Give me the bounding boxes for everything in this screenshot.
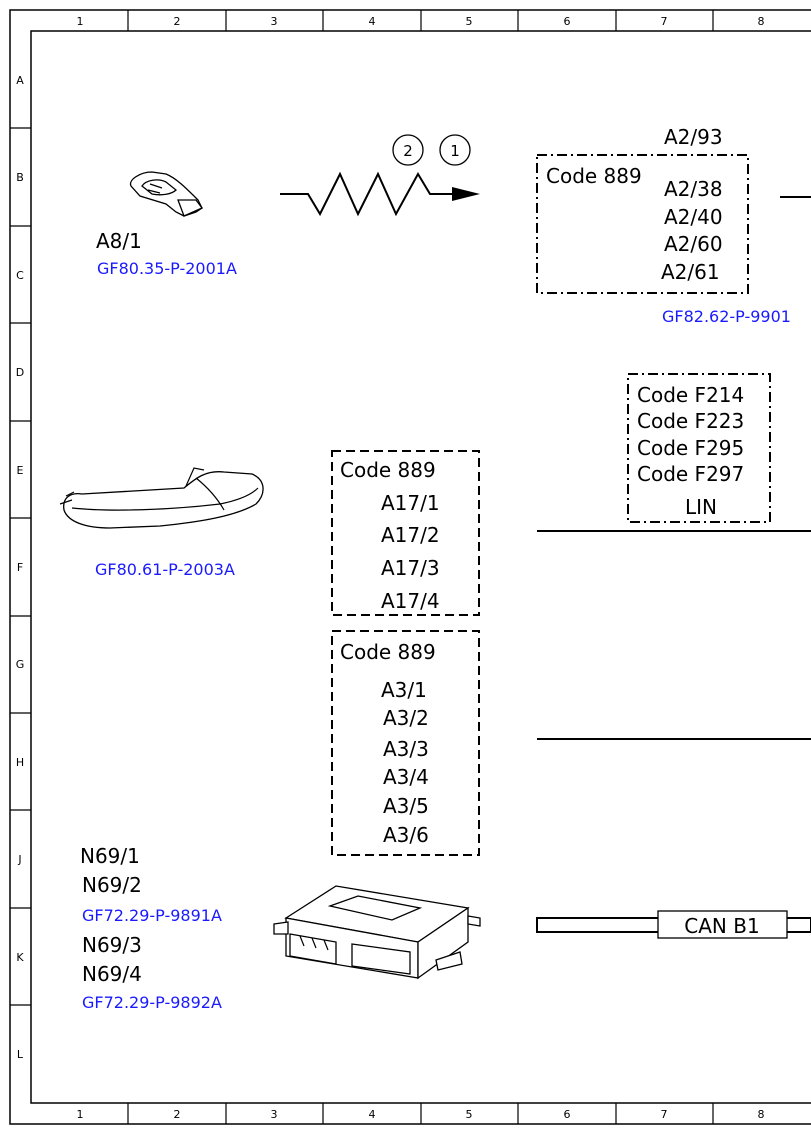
- col-label-bottom: 1: [77, 1108, 84, 1121]
- a3-item: A3/2: [383, 706, 429, 730]
- drawing-area: [30, 30, 811, 1104]
- a3-item: A3/3: [383, 737, 429, 761]
- a2-93-label: A2/93: [664, 125, 723, 149]
- col-label-top: 7: [661, 15, 668, 28]
- a2-item: A2/40: [664, 205, 723, 229]
- row-label: A: [16, 74, 24, 87]
- row-label: D: [16, 366, 24, 379]
- key-fob-icon: [129, 171, 204, 217]
- a17-item: A17/1: [381, 491, 440, 515]
- col-label-top: 2: [174, 15, 181, 28]
- col-label-bottom: 6: [564, 1108, 571, 1121]
- row-label: B: [16, 171, 24, 184]
- a3-code-box: [331, 630, 480, 856]
- a2-code-label: Code 889: [546, 164, 642, 188]
- left-ruler: A B C D E F G H J K L: [10, 74, 31, 1061]
- can-bus: [536, 910, 811, 939]
- col-label-bottom: 8: [758, 1108, 765, 1121]
- a17-code-box: [331, 450, 480, 616]
- row-label: C: [16, 269, 24, 282]
- row-label: J: [17, 853, 21, 866]
- key-ref-link[interactable]: GF80.35-P-2001A: [97, 259, 237, 278]
- lin-code-item: Code F295: [637, 436, 744, 460]
- lin-code-item: Code F223: [637, 409, 744, 433]
- control-unit-icon: [273, 885, 481, 980]
- row-label: G: [16, 658, 25, 671]
- col-label-top: 3: [271, 15, 278, 28]
- signal-marker-1: 1: [450, 142, 460, 160]
- outer-frame: [9, 9, 811, 1125]
- a3-item: A3/6: [383, 823, 429, 847]
- a3-item: A3/1: [381, 678, 427, 702]
- lin-bus-label: LIN: [685, 495, 717, 519]
- control-unit-ref-link[interactable]: GF72.29-P-9891A: [82, 906, 222, 925]
- a2-item: A2/61: [661, 260, 720, 284]
- row-label: H: [16, 756, 24, 769]
- a2-item: A2/38: [664, 177, 723, 201]
- control-unit-label: N69/4: [82, 962, 142, 986]
- a3-item: A3/5: [383, 794, 429, 818]
- col-label-bottom: 5: [466, 1108, 473, 1121]
- lin-code-item: Code F214: [637, 383, 744, 407]
- col-label-bottom: 7: [661, 1108, 668, 1121]
- control-unit-label: N69/2: [82, 873, 142, 897]
- control-unit-label: N69/1: [80, 844, 140, 868]
- a2-code-box: [536, 154, 749, 294]
- signal-line: [280, 134, 480, 217]
- top-ruler: 1 2 3 4 5 6 7 8: [77, 10, 765, 31]
- col-label-top: 1: [77, 15, 84, 28]
- col-label-bottom: 2: [174, 1108, 181, 1121]
- door-handle-icon: [59, 467, 264, 529]
- a3-item: A3/4: [383, 765, 429, 789]
- col-label-top: 6: [564, 15, 571, 28]
- a17-code-label: Code 889: [340, 458, 436, 482]
- bottom-ruler: 1 2 3 4 5 6 7 8: [77, 1103, 765, 1124]
- row-label: K: [16, 951, 24, 964]
- lin-code-box: [627, 373, 771, 523]
- row-label: E: [17, 464, 24, 477]
- a3-code-label: Code 889: [340, 640, 436, 664]
- col-label-bottom: 3: [271, 1108, 278, 1121]
- col-label-top: 4: [369, 15, 376, 28]
- col-label-top: 5: [466, 15, 473, 28]
- col-label-bottom: 4: [369, 1108, 376, 1121]
- row-label: F: [17, 561, 23, 574]
- a17-item: A17/2: [381, 523, 440, 547]
- a17-item: A17/4: [381, 589, 440, 613]
- signal-marker-2: 2: [403, 142, 413, 160]
- col-label-top: 8: [758, 15, 765, 28]
- control-unit-ref-link[interactable]: GF72.29-P-9892A: [82, 993, 222, 1012]
- can-bus-label: CAN B1: [684, 914, 759, 938]
- lin-code-item: Code F297: [637, 462, 744, 486]
- a17-item: A17/3: [381, 556, 440, 580]
- control-unit-label: N69/3: [82, 933, 142, 957]
- key-label: A8/1: [96, 229, 142, 253]
- a2-ref-link[interactable]: GF82.62-P-9901: [662, 307, 791, 326]
- row-label: L: [17, 1048, 24, 1061]
- door-handle-ref-link[interactable]: GF80.61-P-2003A: [95, 560, 235, 579]
- a2-item: A2/60: [664, 232, 723, 256]
